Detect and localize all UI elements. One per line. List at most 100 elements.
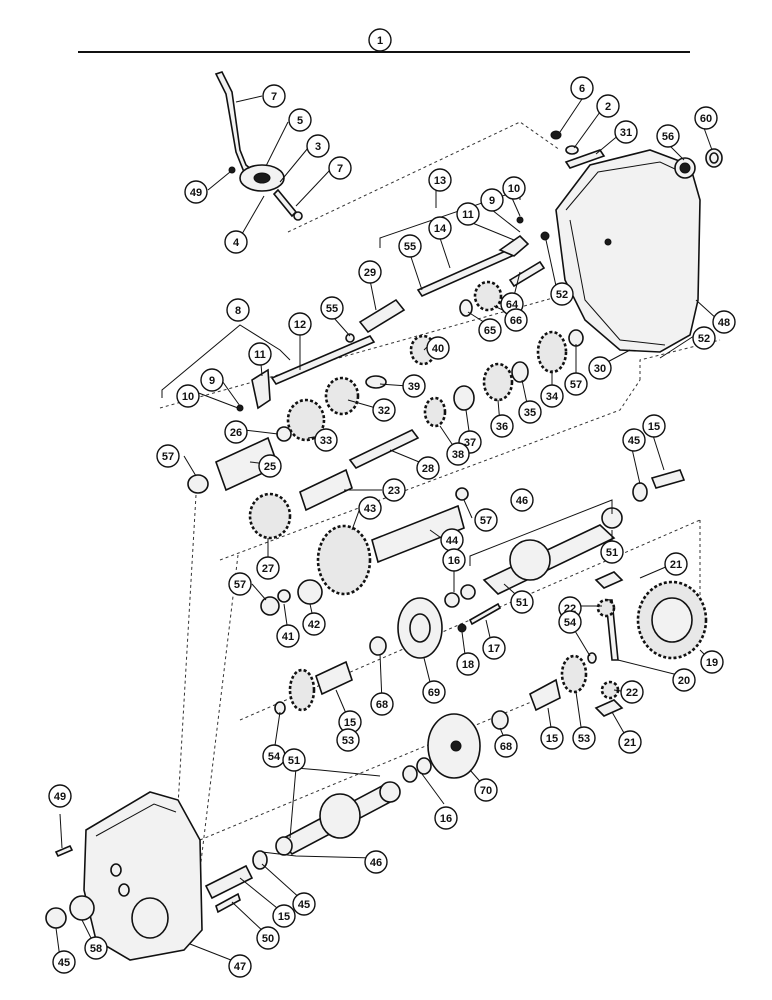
callout-circle [368, 28, 392, 52]
callout-number: 11 [254, 349, 266, 361]
callout-circle [276, 624, 300, 648]
callout-number: 7 [271, 91, 277, 103]
callout-circle [364, 850, 388, 874]
callout-circle [600, 540, 624, 564]
callout-number: 54 [564, 617, 577, 629]
callout-42: 42 [302, 612, 326, 636]
callout-number: 57 [570, 379, 582, 391]
callout-number: 29 [364, 267, 376, 279]
callout-22b: 22 [620, 680, 644, 704]
callout-number: 69 [428, 687, 440, 699]
callout-number: 32 [378, 405, 390, 417]
callout-number: 16 [440, 813, 452, 825]
callout-number: 25 [264, 461, 276, 473]
callout-34: 34 [540, 384, 564, 408]
callout-number: 57 [162, 451, 174, 463]
large-gear [316, 524, 372, 596]
callout-49a: 49 [184, 180, 208, 204]
callout-55a: 55 [398, 234, 422, 258]
callout-circle [694, 106, 718, 130]
callout-circle [510, 488, 534, 512]
callout-number: 58 [90, 943, 102, 955]
callout-54a: 54 [558, 610, 582, 634]
callout-number: 13 [434, 175, 446, 187]
callout-9b: 9 [200, 368, 224, 392]
callout-number: 37 [464, 437, 476, 449]
callout-number: 64 [506, 299, 519, 311]
callout-53a: 53 [336, 728, 360, 752]
callout-circle [570, 76, 594, 100]
callout-number: 68 [500, 741, 512, 753]
callout-circle [428, 168, 452, 192]
callout-circle [478, 318, 502, 342]
callout-circle [184, 180, 208, 204]
callout-number: 17 [488, 643, 500, 655]
callout-1: 1 [368, 28, 392, 52]
callout-11b: 11 [248, 342, 272, 366]
callout-number: 22 [626, 687, 638, 699]
callout-circle [272, 904, 296, 928]
callout-55b: 55 [320, 296, 344, 320]
callout-number: 40 [432, 343, 444, 355]
callout-29: 29 [358, 260, 382, 284]
callout-number: 15 [344, 717, 356, 729]
callout-45a: 45 [622, 428, 646, 452]
callout-circle [282, 748, 306, 772]
callout-circle [588, 356, 612, 380]
callout-circle [502, 176, 526, 200]
callout-circle [398, 234, 422, 258]
callout-circle [504, 308, 528, 332]
callout-35: 35 [518, 400, 542, 424]
callout-circle [540, 726, 564, 750]
callout-number: 9 [489, 195, 495, 207]
callout-circle [446, 442, 470, 466]
callout-number: 55 [326, 303, 338, 315]
callout-circle [692, 326, 716, 350]
callout-circle [664, 552, 688, 576]
callout-number: 56 [662, 131, 674, 143]
callout-57a: 57 [564, 372, 588, 396]
callout-circle [314, 428, 338, 452]
callout-14: 14 [428, 216, 452, 240]
callout-circle [320, 296, 344, 320]
callout-number: 35 [524, 407, 536, 419]
callout-3: 3 [306, 134, 330, 158]
callout-number: 65 [484, 325, 496, 337]
callout-circle [262, 84, 286, 108]
callout-23: 23 [382, 478, 406, 502]
callout-5: 5 [288, 108, 312, 132]
callout-43: 43 [358, 496, 382, 520]
callout-circle [248, 342, 272, 366]
callout-circle [518, 400, 542, 424]
callout-8: 8 [226, 298, 250, 322]
callout-number: 51 [516, 597, 528, 609]
callout-number: 6 [579, 83, 585, 95]
callout-44: 44 [440, 528, 464, 552]
callout-circle [256, 556, 280, 580]
callout-circle [596, 94, 620, 118]
callout-number: 8 [235, 305, 241, 317]
callout-number: 28 [422, 463, 434, 475]
callout-25: 25 [258, 454, 282, 478]
callout-number: 10 [182, 391, 194, 403]
callout-57c: 57 [474, 508, 498, 532]
rear-housing [555, 149, 701, 353]
callout-13: 13 [428, 168, 452, 192]
callout-number: 30 [594, 363, 606, 375]
callout-number: 49 [190, 187, 202, 199]
callout-21a: 21 [664, 552, 688, 576]
callout-circle [228, 954, 252, 978]
callout-circle [490, 414, 514, 438]
callout-40: 40 [426, 336, 450, 360]
callout-circle [200, 368, 224, 392]
callout-57d: 57 [228, 572, 252, 596]
callout-33: 33 [314, 428, 338, 452]
callout-circle [258, 454, 282, 478]
callout-circle [382, 478, 406, 502]
callout-number: 5 [297, 115, 303, 127]
callout-circle [372, 398, 396, 422]
callout-number: 57 [480, 515, 492, 527]
callout-number: 36 [496, 421, 508, 433]
callout-circle [176, 384, 200, 408]
